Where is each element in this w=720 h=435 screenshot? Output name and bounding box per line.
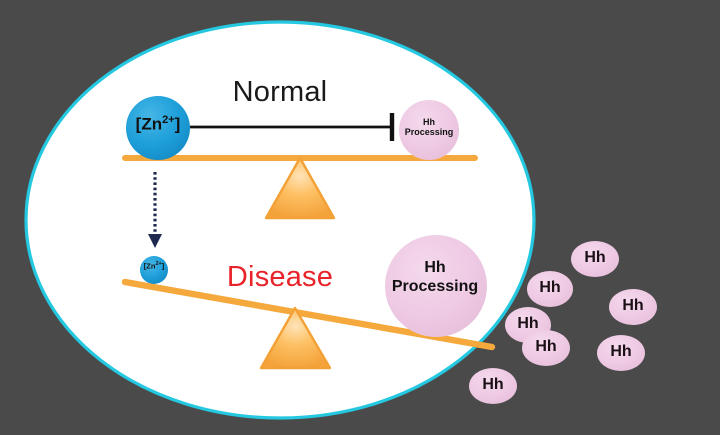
hh-particle bbox=[571, 241, 619, 277]
hh-processing-circle-disease bbox=[385, 235, 487, 337]
normal-fulcrum-triangle bbox=[264, 156, 336, 220]
hh-particle bbox=[527, 271, 573, 307]
zinc-circle-disease bbox=[140, 256, 168, 284]
hh-particle-group bbox=[469, 241, 657, 404]
hh-particle bbox=[469, 368, 517, 404]
hh-processing-circle-normal bbox=[399, 100, 459, 160]
disease-fulcrum-triangle bbox=[259, 306, 332, 370]
hh-particle bbox=[522, 330, 570, 366]
hh-particle bbox=[609, 289, 657, 325]
transition-arrowhead-icon bbox=[148, 234, 162, 248]
hh-particle bbox=[597, 335, 645, 371]
zinc-circle-normal bbox=[126, 96, 190, 160]
